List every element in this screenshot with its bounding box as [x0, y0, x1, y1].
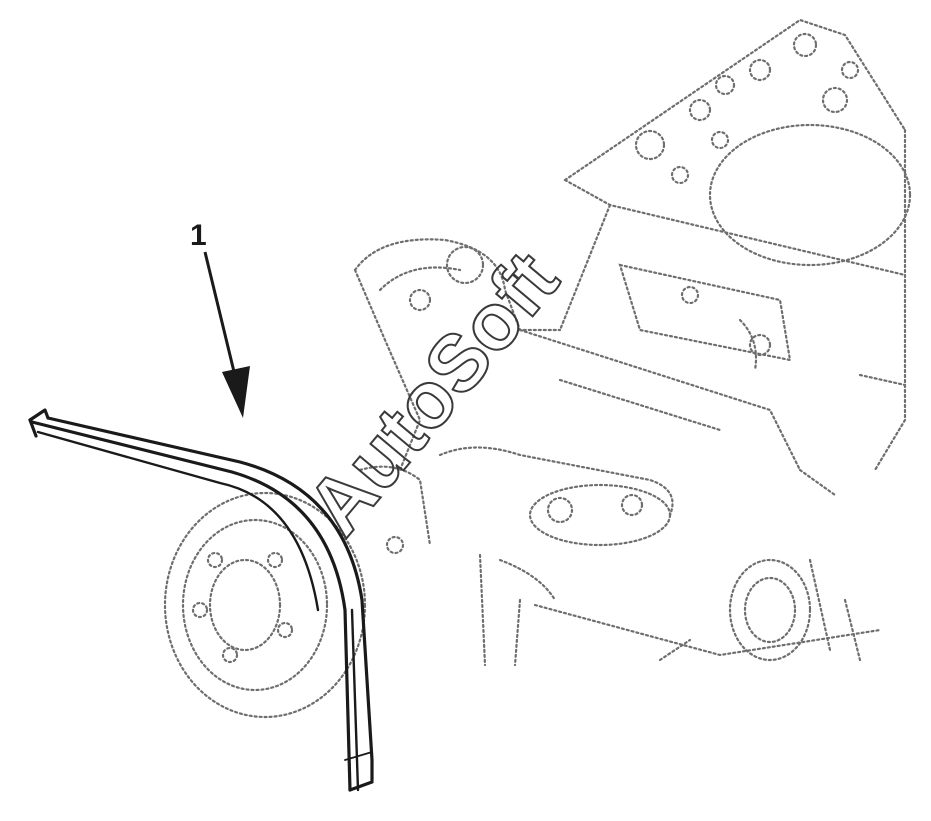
- watermark: AutoSoft: [290, 235, 575, 551]
- engine-block-outline: [353, 18, 912, 667]
- callout-arrow-head: [222, 366, 250, 418]
- crankshaft-pulley: [163, 491, 367, 719]
- timing-tool-bar: [28, 408, 374, 792]
- callout-arrow-line: [203, 251, 238, 381]
- callout-1: 1: [190, 219, 250, 418]
- callout-number: 1: [190, 219, 207, 252]
